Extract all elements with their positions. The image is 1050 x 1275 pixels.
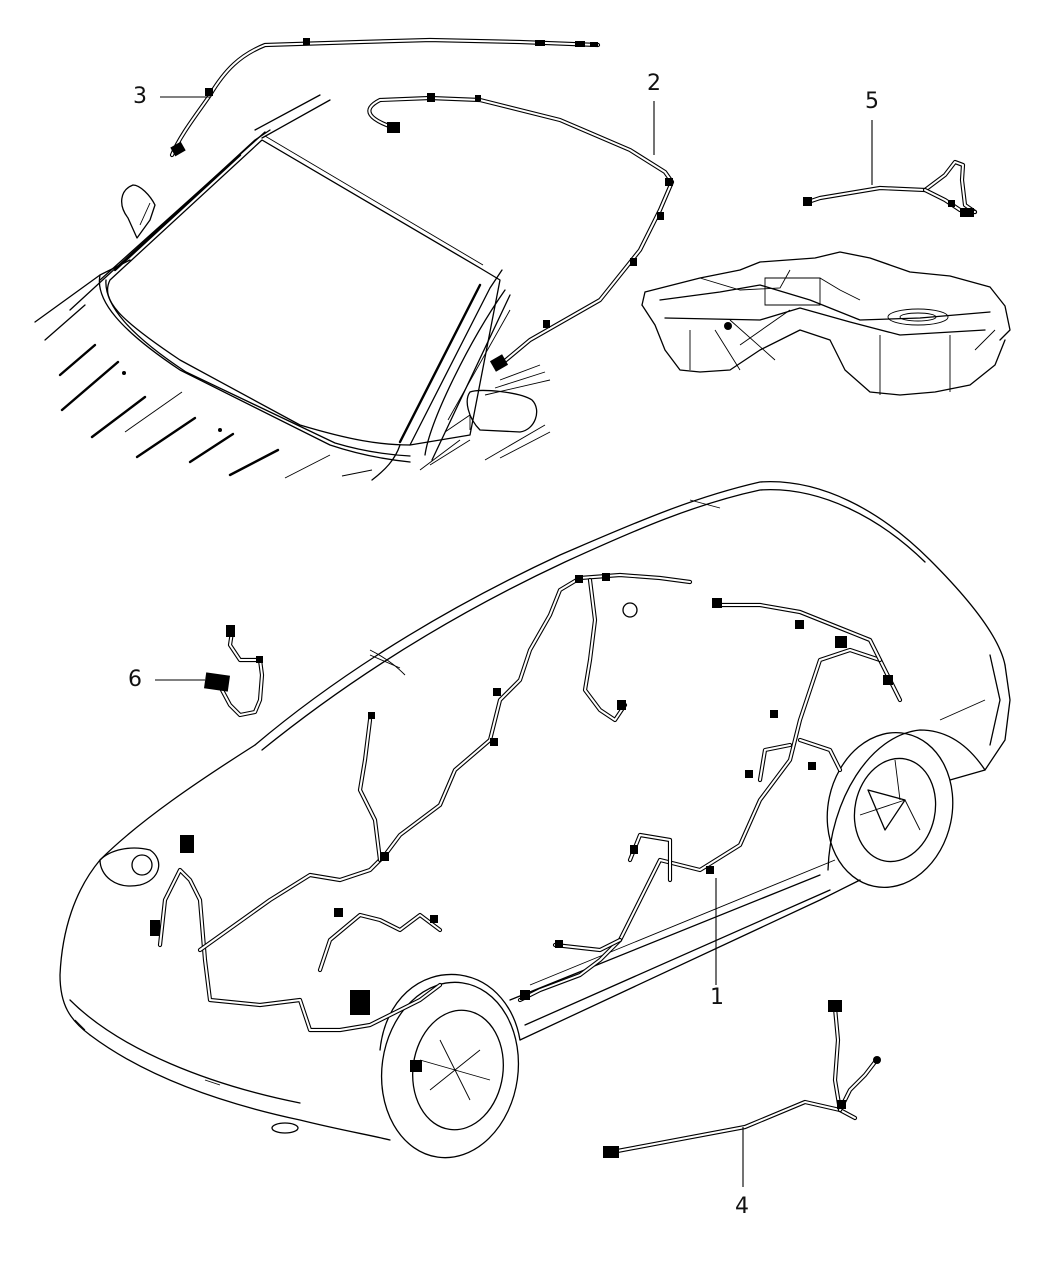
- callout-3: 3: [133, 84, 147, 109]
- callout-2: 2: [647, 71, 661, 96]
- leader-lines: [155, 96, 873, 1187]
- callout-1: 1: [710, 985, 724, 1010]
- windshield-roof-illustration: [34, 94, 551, 481]
- harness-4: [603, 1000, 881, 1158]
- harness-2: [367, 93, 675, 372]
- callout-4: 4: [735, 1194, 749, 1219]
- callout-6: 6: [128, 667, 142, 692]
- fuel-tank-illustration: [641, 251, 1011, 396]
- harness-5: [803, 159, 978, 217]
- harness-6: [204, 625, 265, 718]
- callout-5: 5: [865, 89, 879, 114]
- harness-1: [150, 572, 903, 1072]
- harness-3: [169, 37, 601, 158]
- car-body-illustration: [59, 481, 1011, 1159]
